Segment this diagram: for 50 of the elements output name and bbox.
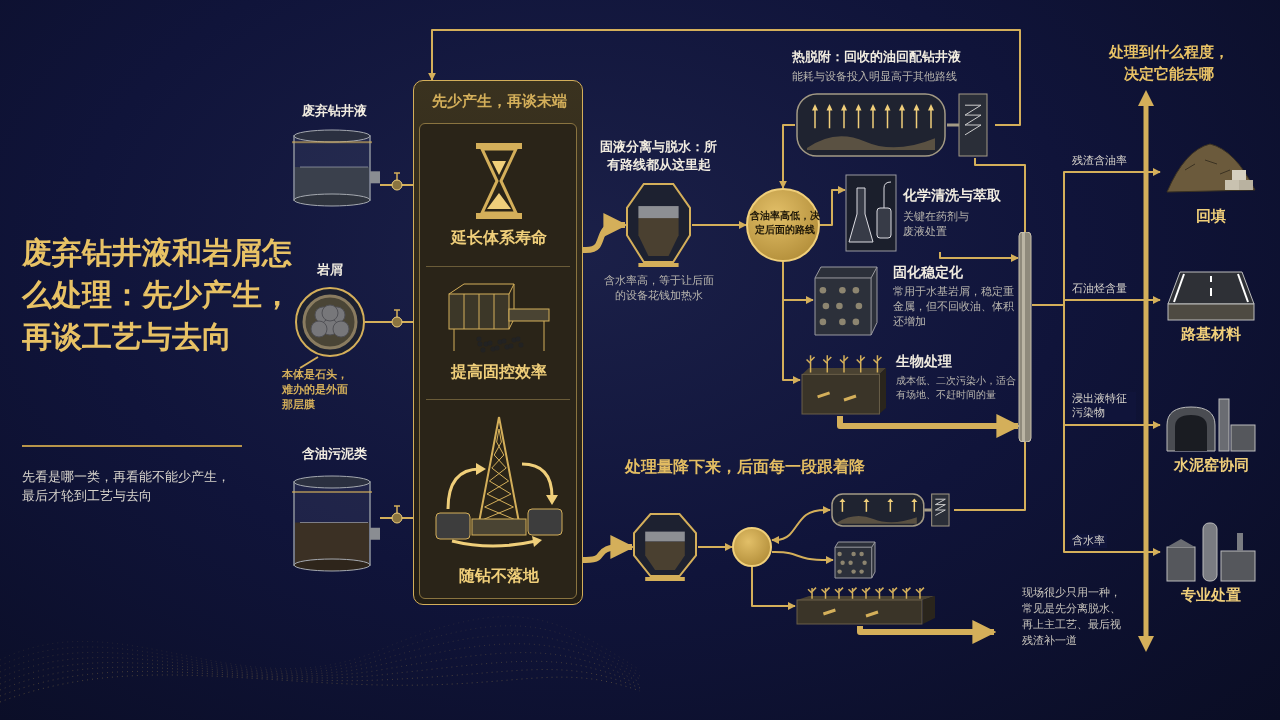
arrow — [779, 124, 796, 189]
arrow — [939, 251, 1019, 262]
measure-label: 提高固控效率 — [449, 361, 548, 383]
measure-label: 延长体系寿命 — [449, 227, 548, 249]
edge-label: 石油烃含量 — [1070, 282, 1129, 297]
footnote: 现场很少只用一种，常见是先分离脱水、再上主工艺、最后视残渣补一道 — [1022, 585, 1122, 649]
arrow — [428, 29, 1021, 126]
measure-label: 随钻不落地 — [458, 565, 540, 587]
process-heading: 化学清洗与萃取 — [903, 186, 1002, 205]
arrow — [837, 414, 1021, 438]
tank-label: 含油污泥类 — [300, 445, 368, 463]
destination-label: 路基材料 — [1180, 324, 1242, 345]
section-note: 处理量降下来，后面每一段跟着降 — [625, 456, 866, 478]
arrow — [771, 506, 831, 544]
process-description: 常用于水基岩屑，稳定重金属，但不回收油、体积还增加 — [893, 285, 1015, 330]
process-description: 成本低、二次污染小，适合有场地、不赶时间的量 — [896, 374, 1016, 401]
junction-circle — [732, 527, 772, 567]
process-heading: 热脱附：回收的油回配钻井液 — [792, 48, 962, 66]
arrow — [751, 566, 796, 610]
panel-heading: 先少产生，再谈末端 — [430, 91, 568, 112]
process-description: 关键在药剂与废液处置 — [903, 210, 970, 240]
arrow — [771, 551, 834, 564]
arrow — [857, 620, 997, 644]
subtitle: 先看是哪一类，再看能不能少产生，最后才轮到工艺与去向 — [22, 468, 231, 505]
panel-box — [413, 80, 583, 605]
process-heading: 固化稳定化 — [893, 263, 964, 282]
arrow — [691, 221, 747, 229]
arrow — [697, 543, 733, 551]
arrow — [782, 261, 801, 384]
section-heading: 处理到什么程度，决定它能去哪 — [1108, 42, 1230, 85]
tank-label: 废弃钻井液 — [300, 102, 368, 120]
step-heading: 固液分离与脱水：所有路线都从这里起 — [599, 138, 718, 174]
destination-label: 专业处置 — [1180, 585, 1242, 606]
title: 废弃钻井液和岩屑怎么处理：先少产生，再谈工艺与去向 — [22, 234, 293, 356]
edge-label: 残渣含油率 — [1070, 154, 1129, 169]
leader-line — [299, 356, 319, 369]
process-description: 能耗与设备投入明显高于其他路线 — [792, 70, 958, 85]
step-note: 含水率高，等于让后面的设备花钱加热水 — [603, 274, 714, 304]
destination-label: 回填 — [1195, 206, 1227, 227]
process-heading: 生物处理 — [896, 352, 953, 371]
material-label: 岩屑 — [316, 261, 344, 279]
edge-label: 浸出液特征污染物 — [1070, 392, 1136, 421]
arrow — [1031, 304, 1161, 556]
edge-label: 含水率 — [1070, 534, 1107, 549]
destination-label: 水泥窑协同 — [1172, 455, 1250, 476]
arrow — [819, 186, 846, 226]
arrow — [582, 213, 628, 253]
decision-label: 含油率高低，决定后面的路线 — [749, 209, 821, 236]
arrow — [582, 535, 635, 563]
callout-note: 本体是石头，难办的是外面那层膜 — [282, 368, 349, 413]
